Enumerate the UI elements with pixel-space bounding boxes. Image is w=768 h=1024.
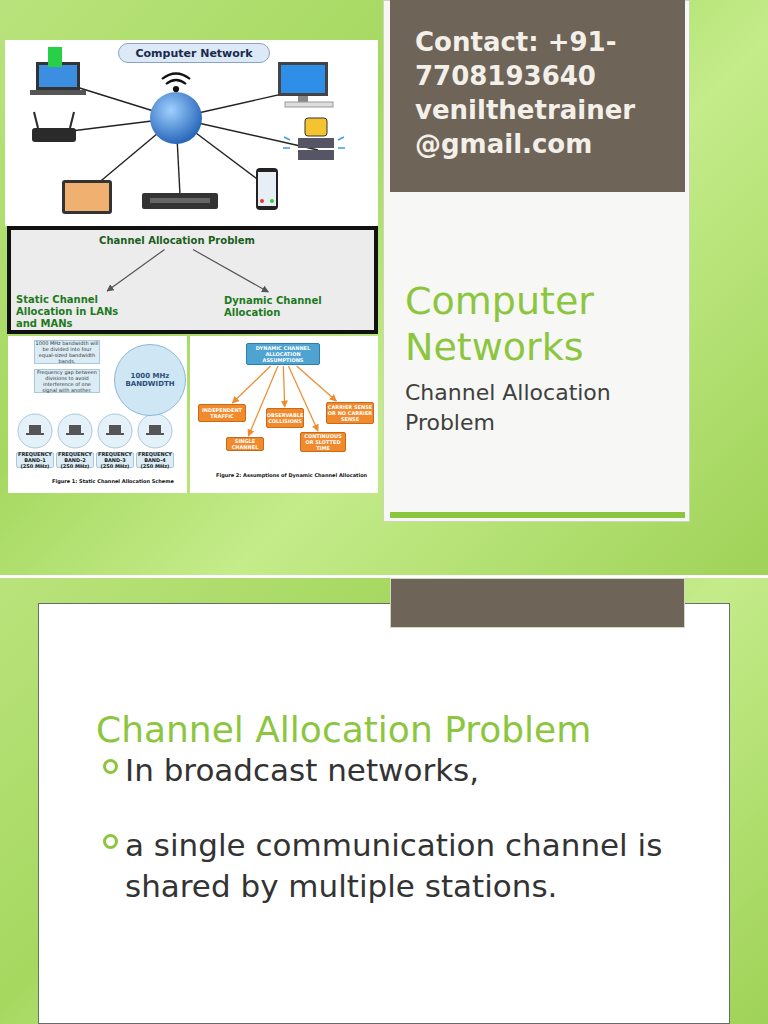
node-text: Dynamic Channel Allocation	[224, 295, 366, 319]
node-text: FREQUENCY BAND-1 (250 MHz)	[17, 451, 53, 469]
connector-arrow	[193, 250, 268, 293]
band-label: FREQUENCY BAND-3 (250 MHz)	[96, 452, 134, 468]
bandwidth-circle: 1000 MHz BANDWIDTH	[114, 344, 186, 416]
note-box: 1000 MHz bandwidth will be divided into …	[34, 340, 100, 364]
node-text: FREQUENCY BAND-2 (250 MHz)	[57, 451, 93, 469]
node-text: Channel Allocation Problem	[405, 378, 680, 438]
note-box: Frequency gap between divisions to avoid…	[34, 369, 100, 393]
content-panel	[38, 603, 730, 1024]
content-panel-node: Channel Allocation ProblemIn broadcast n…	[38, 603, 730, 1024]
node-text: 1000 MHz BANDWIDTH	[115, 372, 185, 388]
switch-icon	[142, 193, 218, 209]
node-text: DYNAMIC CHANNEL ALLOCATION ASSUMPTIONS	[247, 345, 319, 363]
connector-arrow	[283, 366, 284, 407]
node-text: Channel Allocation Problem	[99, 235, 255, 247]
node-text: In broadcast networks,	[125, 750, 665, 791]
node-text: Computer Networks	[405, 278, 680, 370]
node-text: Computer Network	[135, 47, 252, 60]
node-text: 1000 MHz bandwidth will be divided into …	[35, 340, 99, 364]
band-label: FREQUENCY BAND-2 (250 MHz)	[56, 452, 94, 468]
node-text: Figure 1: Static Channel Allocation Sche…	[52, 478, 184, 484]
title-panel-node: Computer NetworksChannel Allocation Prob…	[383, 0, 690, 522]
figure-panel: Figure 1: Static Channel Allocation Sche…	[8, 336, 187, 493]
assumption-box: CARRIER SENSE OR NO CARRIER SENSE	[326, 402, 374, 424]
router-icon	[32, 112, 76, 142]
contact-box: Contact: +91-7708193640 venilthetrainer …	[390, 0, 685, 192]
tablet-icon	[62, 180, 112, 214]
root-label: Channel Allocation Problem	[102, 233, 252, 249]
node-text: SINGLE CHANNEL	[227, 438, 263, 450]
figure-panel: Figure 2: Assumptions of Dynamic Channel…	[190, 336, 378, 493]
node-text: Contact: +91-7708193640 venilthetrainer …	[415, 25, 685, 161]
node-text: Channel Allocation Problem	[96, 708, 696, 752]
laptop-icons	[26, 425, 164, 435]
node-text: CONTINUOUS OR SLOTTED TIME	[301, 433, 345, 451]
node-text: Static Channel Allocation in LANs and MA…	[16, 294, 140, 330]
assumption-header: DYNAMIC CHANNEL ALLOCATION ASSUMPTIONS	[246, 343, 320, 365]
node-text: FREQUENCY BAND-4 (250 MHz)	[137, 451, 173, 469]
node-text: CARRIER SENSE OR NO CARRIER SENSE	[327, 404, 373, 422]
assumption-box: CONTINUOUS OR SLOTTED TIME	[300, 432, 346, 452]
title-pill: Computer Network	[118, 43, 270, 63]
branch-label: Dynamic Channel Allocation	[222, 293, 368, 321]
node-text: OBSERVABLE COLLISIONS	[267, 412, 304, 424]
laptop-icon	[30, 47, 86, 95]
desktop-icon	[278, 62, 333, 107]
phone-icon	[256, 168, 278, 210]
connector-arrow	[107, 250, 164, 292]
network-links	[55, 85, 318, 195]
assumption-box: OBSERVABLE COLLISIONS	[266, 408, 304, 428]
node-text: Figure 2: Assumptions of Dynamic Channel…	[216, 472, 374, 478]
accent-bar	[390, 512, 685, 518]
branch-label: Static Channel Allocation in LANs and MA…	[14, 292, 142, 332]
assumption-box: SINGLE CHANNEL	[226, 437, 264, 451]
node-text: a single communication channel is shared…	[125, 825, 665, 907]
band-label: FREQUENCY BAND-1 (250 MHz)	[16, 452, 54, 468]
node-text: Frequency gap between divisions to avoid…	[35, 369, 99, 393]
server-icon	[283, 118, 345, 160]
band-label: FREQUENCY BAND-4 (250 MHz)	[136, 452, 174, 468]
globe-icon	[150, 92, 202, 144]
band-circles	[18, 414, 172, 448]
header-box	[390, 578, 685, 628]
wifi-symbol	[162, 74, 190, 92]
node-text: FREQUENCY BAND-3 (250 MHz)	[97, 451, 133, 469]
node-text: INDEPENDENT TRAFFIC	[199, 407, 245, 419]
assumption-box: INDEPENDENT TRAFFIC	[198, 404, 246, 422]
